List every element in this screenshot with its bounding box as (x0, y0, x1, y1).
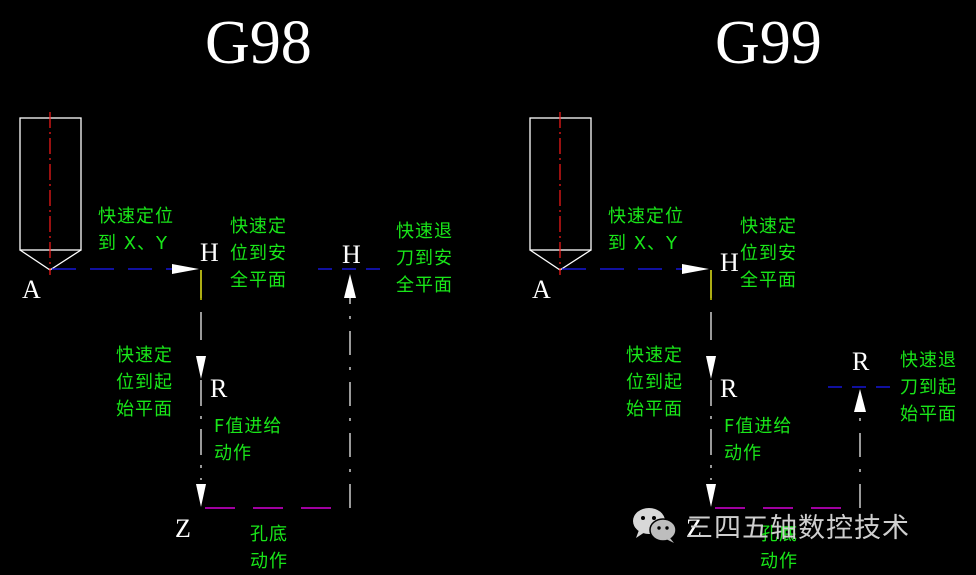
g99-retract-arrow (854, 389, 866, 412)
g98-label-r: R (210, 374, 228, 403)
watermark-text: 三四五轴数控技术 (686, 512, 910, 544)
g98-diagram (19, 112, 382, 509)
g98-title: G98 (205, 9, 312, 77)
g98-label-z: Z (175, 514, 191, 543)
g99-note-feed: F值进给 动作 (724, 416, 793, 464)
g98-retract-arrow (344, 274, 356, 298)
g98-label-a: A (22, 275, 41, 304)
g99-label-r-retract: R (852, 347, 870, 376)
g99-rapid-xy-arrow (682, 264, 709, 274)
g98-feed-arrow (196, 484, 206, 507)
g99-note-rapid-xy: 快速定位 到 X、Y (608, 206, 684, 254)
g98-note-retract-safe: 快速退 刀到安 全平面 (396, 221, 453, 296)
g98-note-rapid-safe: 快速定 位到安 全平面 (230, 216, 287, 291)
watermark: 三四五轴数控技术 (630, 505, 976, 545)
g99-label-a: A (532, 275, 551, 304)
g99-label-r-start: R (720, 374, 738, 403)
g99-note-rapid-start: 快速定 位到起 始平面 (626, 345, 683, 420)
g98-label-h-safe: H (200, 238, 219, 267)
g98-label-h-retract: H (342, 240, 361, 269)
g98-rapid-down-arrow (196, 356, 206, 379)
g98-note-rapid-xy: 快速定位 到 X、Y (98, 206, 174, 254)
wechat-icon (633, 508, 677, 543)
g99-note-rapid-safe: 快速定 位到安 全平面 (740, 216, 797, 291)
g99-note-hole-bottom: 孔底 动作 (760, 524, 798, 572)
g99-title: G99 (715, 9, 822, 77)
g98-note-feed: F值进给 动作 (214, 416, 283, 464)
g98-note-hole-bottom: 孔底 动作 (250, 524, 288, 572)
g99-note-retract-start: 快速退 刀到起 始平面 (900, 350, 957, 425)
g98-rapid-xy-arrow (172, 264, 199, 274)
g98-note-rapid-start: 快速定 位到起 始平面 (116, 345, 173, 420)
g99-label-z: Z (686, 514, 702, 543)
g99-feed-arrow (706, 484, 716, 507)
g99-label-h-safe: H (720, 248, 739, 277)
g99-diagram (529, 112, 892, 509)
g99-rapid-down-arrow (706, 356, 716, 379)
